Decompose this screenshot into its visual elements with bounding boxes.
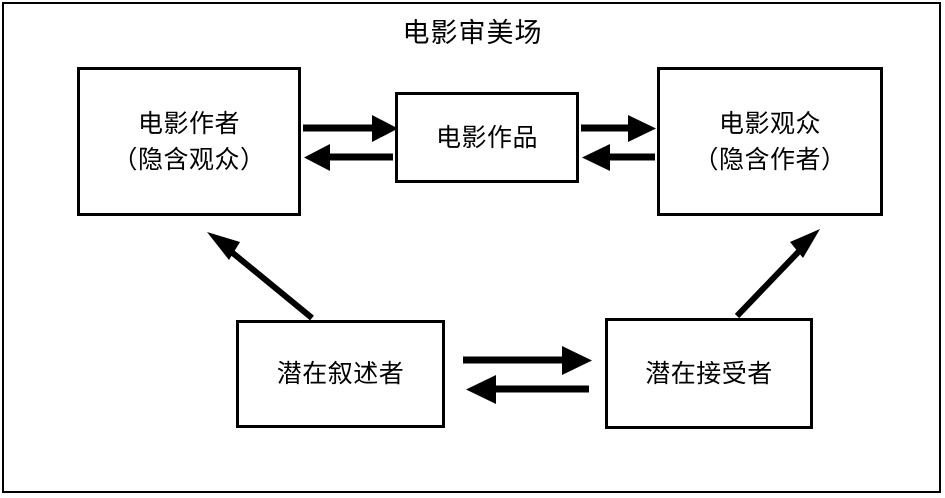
node-film-work[interactable]: 电影作品: [395, 92, 579, 183]
node-film-audience-line-2: （隐含作者）: [693, 144, 847, 174]
node-film-author-line-2: （隐含观众）: [112, 144, 266, 174]
node-film-author[interactable]: 电影作者 （隐含观众）: [77, 67, 301, 216]
node-film-audience[interactable]: 电影观众 （隐含作者）: [657, 67, 883, 216]
node-potential-narrator[interactable]: 潜在叙述者: [236, 320, 445, 428]
node-film-author-line-1: 电影作者: [137, 108, 240, 138]
node-potential-receiver[interactable]: 潜在接受者: [605, 318, 813, 429]
node-potential-receiver-line-1: 潜在接受者: [645, 358, 773, 388]
node-film-work-line-1: 电影作品: [435, 122, 538, 152]
node-potential-narrator-line-1: 潜在叙述者: [276, 359, 405, 388]
node-film-audience-line-1: 电影观众: [718, 108, 821, 138]
diagram-title: 电影审美场: [402, 18, 543, 49]
diagram-outer-border: [2, 2, 941, 493]
